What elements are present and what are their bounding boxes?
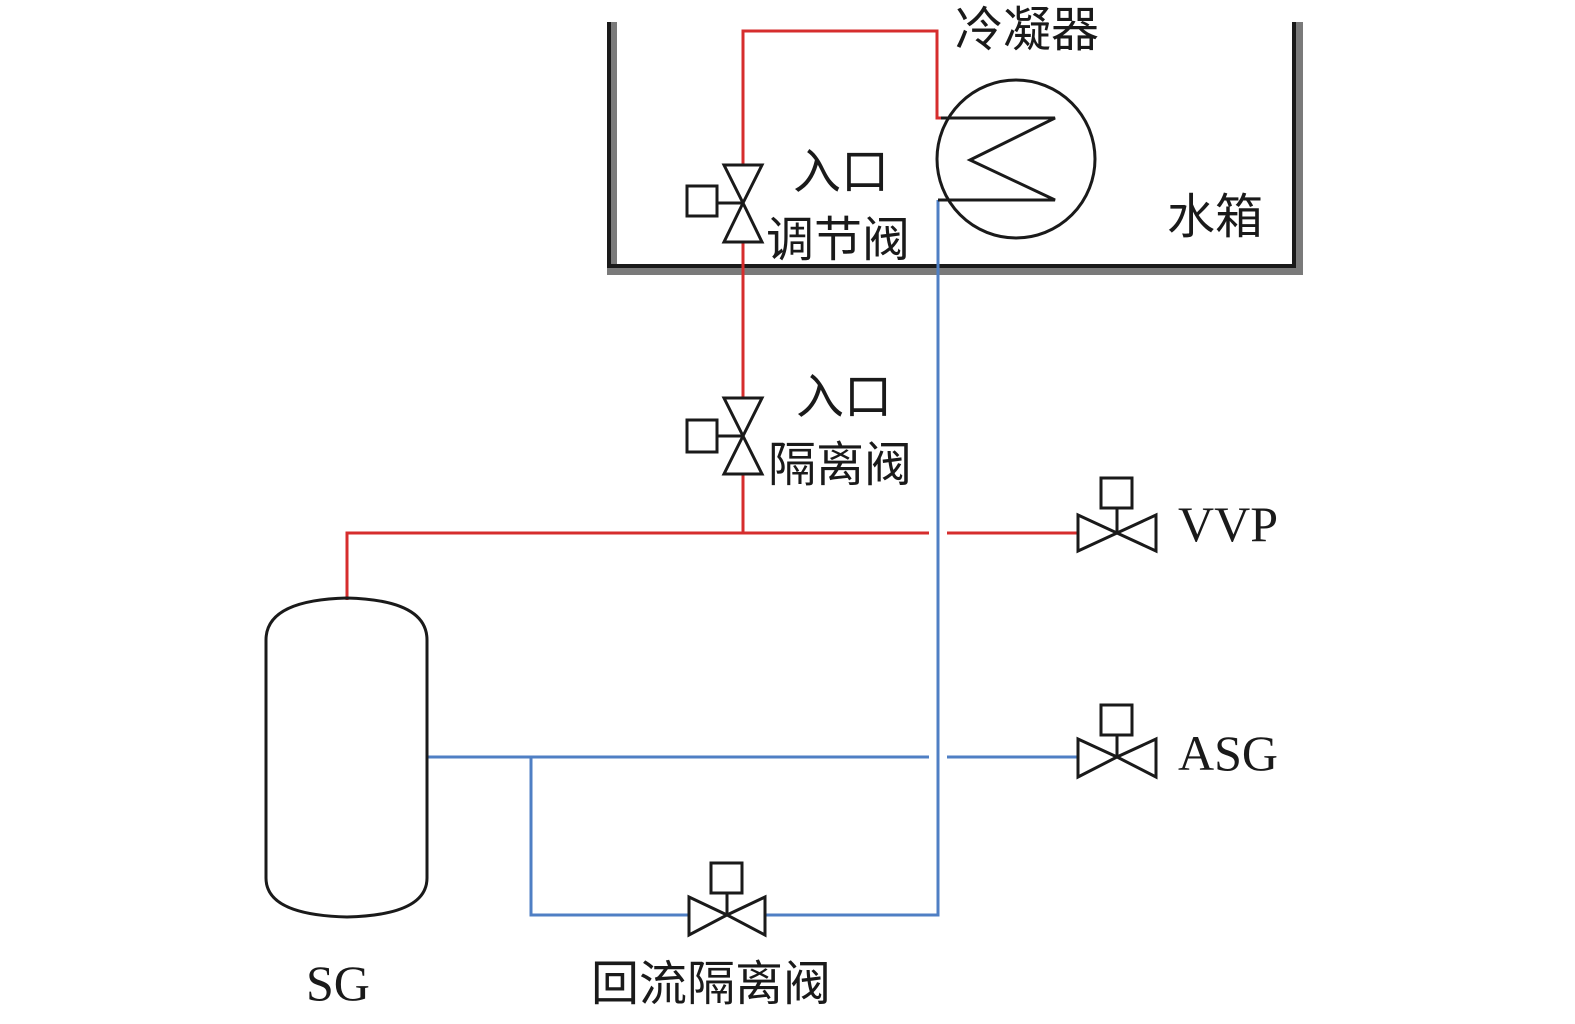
condenser — [935, 78, 1097, 240]
tank-wall — [607, 22, 1296, 268]
sg-label: SG — [306, 955, 370, 1011]
actuator-icon — [685, 184, 719, 218]
asg-label: ASG — [1178, 725, 1278, 781]
inlet-isolation-valve-label-line2: 隔离阀 — [768, 437, 912, 493]
return-isolation-valve — [687, 861, 767, 938]
steam-header-pipe-left — [345, 531, 929, 600]
actuator-icon — [709, 861, 744, 895]
inlet-isolation-valve-label-line1: 入口 — [796, 369, 892, 425]
valve-body-icon — [1113, 512, 1158, 554]
water-tank — [607, 22, 1303, 275]
vvp-valve — [1076, 476, 1158, 554]
actuator-icon — [1099, 476, 1134, 510]
asg-valve — [1076, 703, 1158, 780]
vvp-label: VVP — [1178, 496, 1278, 552]
condenser-shell-icon — [935, 78, 1097, 240]
steam-generator — [264, 596, 429, 919]
steam-generator-vessel-icon — [264, 596, 429, 919]
steam-piping — [345, 29, 1078, 600]
valve-body-icon — [723, 894, 767, 938]
actuator-icon — [1099, 703, 1134, 737]
inlet-regulating-valve-label-line2: 调节阀 — [766, 212, 910, 268]
tank-label: 水箱 — [1167, 189, 1263, 245]
condenser-outlet-pipe — [765, 200, 940, 917]
actuator-icon — [685, 418, 719, 454]
valve-body-icon — [1113, 736, 1158, 780]
valve-body-icon — [687, 894, 731, 938]
inlet-isolation-valve — [685, 396, 765, 476]
valve-body-icon — [1076, 736, 1121, 780]
return-loop-pipe — [529, 757, 689, 917]
condenser-label: 冷凝器 — [955, 2, 1099, 58]
inlet-regulating-valve — [685, 163, 765, 244]
condenser-coil-icon — [938, 116, 1056, 202]
inlet-regulating-valve-label-line1: 入口 — [793, 144, 889, 200]
water-piping — [427, 200, 1078, 917]
tank-wall-shadow — [607, 22, 1303, 275]
return-isolation-valve-label: 回流隔离阀 — [591, 956, 831, 1012]
condenser-inlet-pipe — [741, 29, 941, 165]
valve-body-icon — [1076, 512, 1121, 554]
